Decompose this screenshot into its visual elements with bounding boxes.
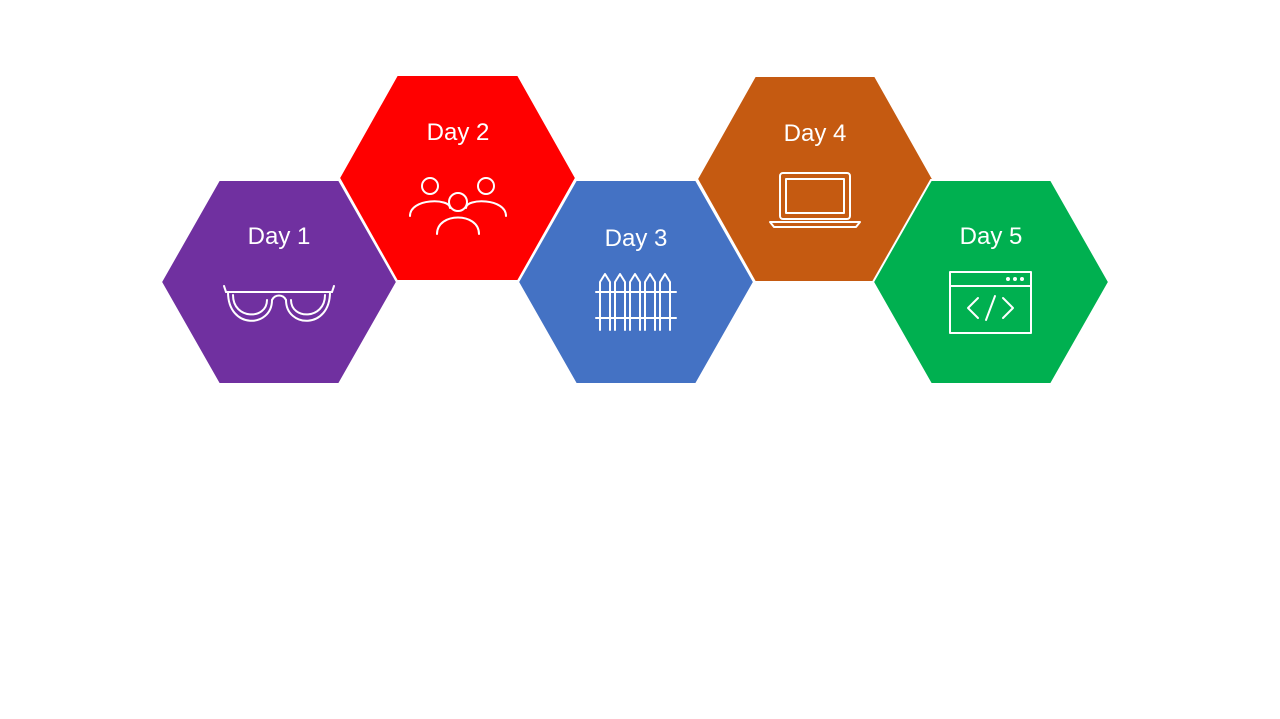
hex-day-2-label: Day 2 [427, 119, 490, 146]
hex-day-2-shape [337, 74, 578, 282]
fence-icon [595, 273, 677, 331]
laptop-icon [769, 172, 861, 228]
hex-day-3: Day 3 [516, 179, 756, 385]
hex-day-5-shape [871, 179, 1111, 385]
hex-day-4-label: Day 4 [784, 120, 847, 147]
hex-day-3-label: Day 3 [605, 225, 668, 252]
people-group-icon [409, 177, 507, 235]
glasses-icon [223, 285, 335, 322]
code-window-icon [949, 271, 1032, 334]
hex-day-1-label: Day 1 [248, 223, 311, 250]
hex-day-5-label: Day 5 [960, 223, 1023, 250]
hex-day-2: Day 2 [337, 74, 578, 282]
hex-day-5: Day 5 [871, 179, 1111, 385]
